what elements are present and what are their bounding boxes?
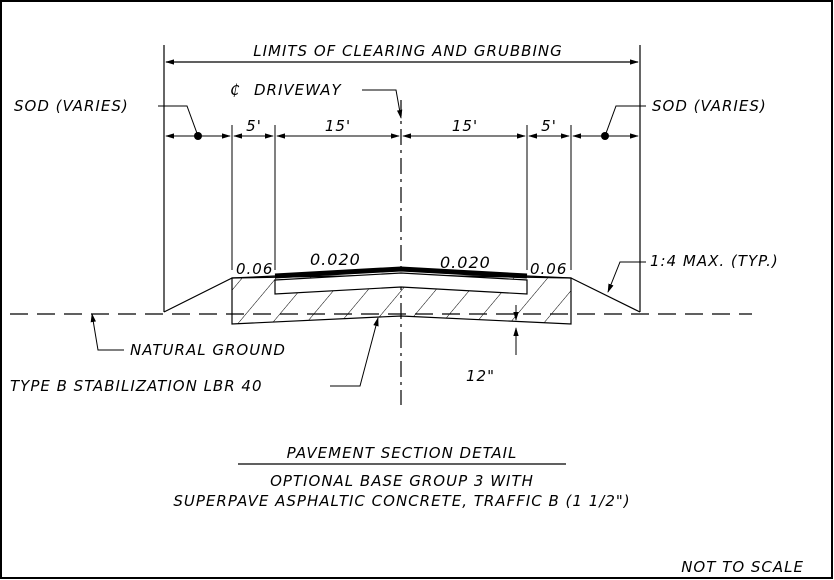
sod-left-leader xyxy=(158,105,199,137)
slope-lane-right: 0.020 xyxy=(440,253,491,272)
dim-lane-left-text: 15' xyxy=(325,117,351,135)
sod-right-dot xyxy=(601,132,609,140)
slope-lane-left: 0.020 xyxy=(310,250,361,269)
dim-lane-right-text: 15' xyxy=(452,117,478,135)
base-course xyxy=(274,272,528,295)
caption-line2: SUPERPAVE ASPHALTIC CONCRETE, TRAFFIC B … xyxy=(173,492,630,510)
sod-left-dot xyxy=(194,132,202,140)
caption-title: PAVEMENT SECTION DETAIL xyxy=(287,444,518,462)
side-slope-leader xyxy=(607,261,646,293)
stabilization-label: TYPE B STABILIZATION LBR 40 xyxy=(10,377,263,395)
limits-label: LIMITS OF CLEARING AND GRUBBING xyxy=(253,42,563,60)
scale-note: NOT TO SCALE xyxy=(681,558,804,576)
natural-ground-label: NATURAL GROUND xyxy=(130,341,286,359)
side-slope-right xyxy=(570,277,641,313)
dim-shoulder-right-text: 5' xyxy=(541,117,557,135)
thickness-label: 12" xyxy=(466,367,495,385)
slope-shoulder-right: 0.06 xyxy=(530,260,567,278)
dim-shoulder-left-text: 5' xyxy=(246,117,262,135)
shoulder-top-right xyxy=(526,275,572,279)
driveway-leader xyxy=(362,89,403,119)
stabilization-leader xyxy=(330,317,379,387)
sod-right-label: SOD (VARIES) xyxy=(652,97,767,115)
centerline-symbol: ₵ xyxy=(230,81,241,99)
slope-shoulder-left: 0.06 xyxy=(236,260,273,278)
asphalt-surface xyxy=(274,266,528,279)
side-slope-left xyxy=(163,277,233,313)
sod-left-label: SOD (VARIES) xyxy=(14,97,129,115)
driveway-label: DRIVEWAY xyxy=(254,81,342,99)
caption-line1: OPTIONAL BASE GROUP 3 WITH xyxy=(270,472,534,490)
natural-ground-leader xyxy=(90,313,124,351)
side-slope-label: 1:4 MAX. (TYP.) xyxy=(650,252,779,270)
shoulder-top-left xyxy=(231,275,276,279)
sod-right-leader xyxy=(604,105,646,137)
